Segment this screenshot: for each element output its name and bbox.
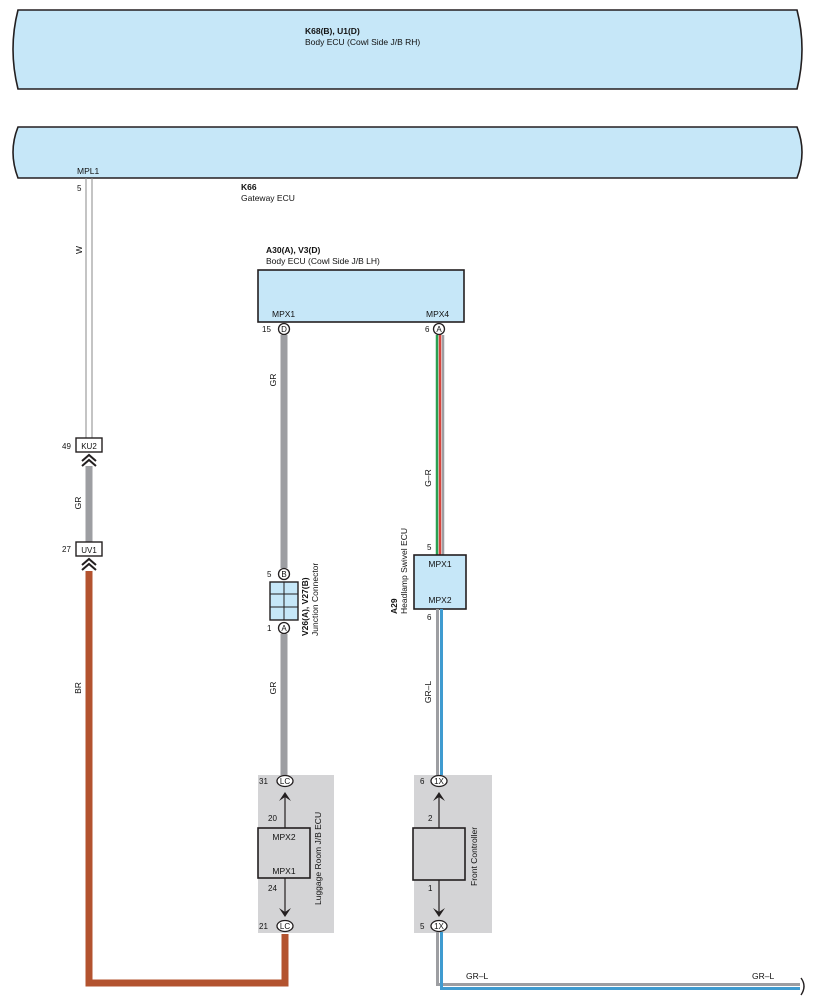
front-arrow-up-icon <box>433 792 445 801</box>
swivel-term-mpx1: MPX1 <box>428 559 451 569</box>
body-ecu-rh-band <box>12 9 803 90</box>
luggage-conn-lc-bottom-label: LC <box>280 922 290 931</box>
luggage-term-mpx1: MPX1 <box>272 866 295 876</box>
ku2-chevron-icon <box>81 453 97 467</box>
body-ecu-lh-name: Body ECU (Cowl Side J/B LH) <box>266 256 380 266</box>
wire-label-gr-mpx1-upper: GR <box>268 374 278 387</box>
wire-label-gr-mpx1-lower: GR <box>268 682 278 695</box>
swivel-pin-6: 6 <box>427 613 432 622</box>
luggage-arrow-down-icon <box>279 908 291 917</box>
luggage-conn-lc-bottom <box>276 919 294 933</box>
body-ecu-lh-conn-d-label: D <box>281 325 287 334</box>
ku2-connector <box>75 437 103 453</box>
body-ecu-rh-id: K68(B), U1(D) <box>305 26 360 36</box>
wire-label-grl-swivel: GR–L <box>423 681 433 703</box>
gateway-ecu-band <box>12 126 803 179</box>
front-conn-1x-bottom <box>430 919 448 933</box>
body-ecu-lh-conn-a-label: A <box>436 325 442 334</box>
body-ecu-lh-pin-6: 6 <box>425 325 430 334</box>
front-conn-1x-top <box>430 774 448 788</box>
wire-grl-bottom-gray <box>436 932 800 986</box>
jc-pin-5: 5 <box>267 570 272 579</box>
wire-label-grl-bottom-1: GR–L <box>466 971 488 981</box>
body-ecu-rh-name: Body ECU (Cowl Side J/B RH) <box>305 37 420 47</box>
jc-conn-b <box>277 567 291 581</box>
swivel-ecu-id: A29 <box>389 598 399 614</box>
body-ecu-lh-term-mpx1: MPX1 <box>272 309 295 319</box>
wire-grl-bottom-blue <box>440 932 800 990</box>
front-controller-box <box>412 827 466 881</box>
luggage-arrow-up-icon <box>279 792 291 801</box>
front-pin-6: 6 <box>420 777 425 786</box>
front-inner-pin-2: 2 <box>428 814 433 823</box>
gateway-ecu-id: K66 <box>241 182 257 192</box>
swivel-term-mpx2: MPX2 <box>428 595 451 605</box>
luggage-term-mpx2: MPX2 <box>272 832 295 842</box>
body-ecu-lh-term-mpx4: MPX4 <box>426 309 449 319</box>
gateway-pin-number: 5 <box>77 184 82 193</box>
front-conn-1x-top-label: 1X <box>434 777 444 786</box>
jc-conn-b-label: B <box>281 570 286 579</box>
luggage-conn-lc-top <box>276 774 294 788</box>
wire-label-g-r: G–R <box>423 469 433 486</box>
wire-br <box>85 571 289 987</box>
luggage-conn-lc-top-label: LC <box>280 777 290 786</box>
body-ecu-lh-conn-a <box>432 322 446 336</box>
luggage-pin-21: 21 <box>259 922 268 931</box>
jc-conn-a <box>277 621 291 635</box>
front-controller-name: Front Controller <box>469 827 479 886</box>
body-ecu-lh-id: A30(A), V3(D) <box>266 245 320 255</box>
luggage-inner-pin-24: 24 <box>268 884 277 893</box>
wire-label-grl-bottom-2: GR–L <box>752 971 774 981</box>
front-pin-5: 5 <box>420 922 425 931</box>
uv1-connector-id: UV1 <box>81 546 97 555</box>
gateway-terminal-label: MPL1 <box>77 166 99 176</box>
front-inner-pin-1: 1 <box>428 884 433 893</box>
swivel-pin-5: 5 <box>427 543 432 552</box>
wire-label-gr-left: GR <box>73 497 83 510</box>
jc-id: V26(A), V27(B) <box>300 577 310 636</box>
gateway-ecu-name: Gateway ECU <box>241 193 295 203</box>
body-ecu-lh-box <box>257 269 465 323</box>
luggage-inner-pin-20: 20 <box>268 814 277 823</box>
jc-conn-a-label: A <box>281 624 287 633</box>
jc-pin-1: 1 <box>267 624 272 633</box>
uv1-pin-number: 27 <box>62 545 71 554</box>
luggage-room-ecu-name: Luggage Room J/B ECU <box>313 812 323 905</box>
body-ecu-lh-pin-15: 15 <box>262 325 271 334</box>
wire-break-icon <box>800 977 805 996</box>
swivel-ecu-name: Headlamp Swivel ECU <box>399 528 409 614</box>
ku2-pin-number: 49 <box>62 442 71 451</box>
body-ecu-lh-conn-d <box>277 322 291 336</box>
uv1-chevron-icon <box>81 557 97 571</box>
ku2-connector-id: KU2 <box>81 442 97 451</box>
uv1-connector <box>75 541 103 557</box>
luggage-pin-31: 31 <box>259 777 268 786</box>
front-conn-1x-bottom-label: 1X <box>434 922 444 931</box>
jc-name: Junction Connector <box>310 563 320 636</box>
wire-label-br: BR <box>73 682 83 694</box>
wire-label-w: W <box>74 246 84 254</box>
headlamp-swivel-ecu-box <box>413 554 467 610</box>
luggage-room-ecu-box <box>257 827 311 879</box>
front-arrow-down-icon <box>433 908 445 917</box>
